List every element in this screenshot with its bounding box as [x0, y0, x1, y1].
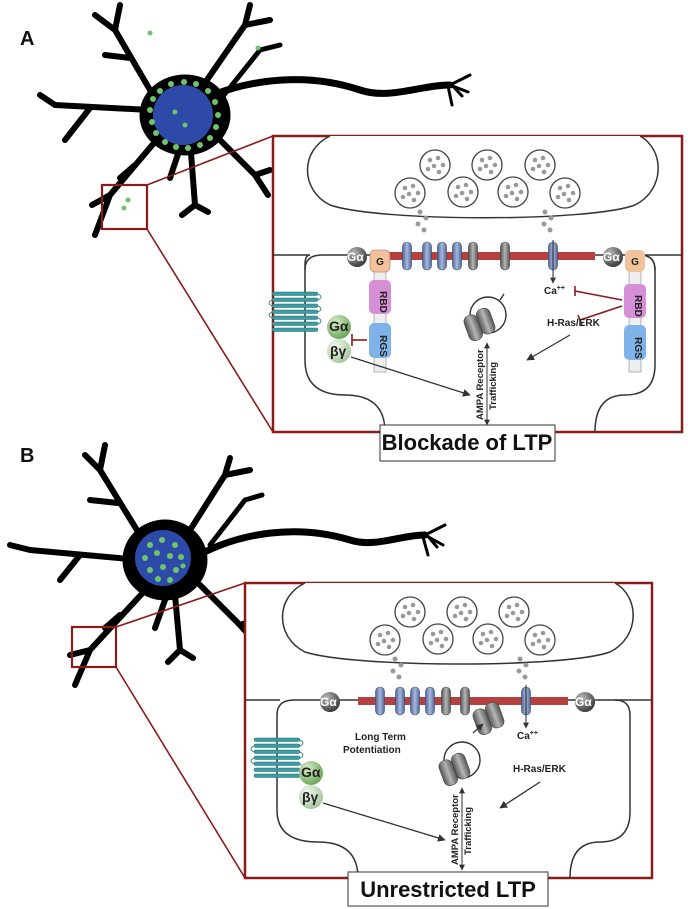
- panel-a-letter: A: [20, 28, 34, 50]
- rbd-label-right-a: RBD: [632, 295, 643, 317]
- gpcr-a: [268, 291, 322, 332]
- psd-band-a: [385, 252, 595, 260]
- ampa-label-2-a: Trafficking: [488, 362, 499, 410]
- caption-box-b: [347, 871, 549, 907]
- panel-b: B: [7, 442, 654, 907]
- g-alpha-ball-left-a: [347, 247, 367, 267]
- ampa-label-2-b: Trafficking: [463, 807, 474, 855]
- beta-gamma-b-label: βγ: [302, 789, 319, 805]
- ltp-label-2-b: Potentiation: [343, 745, 401, 756]
- beta-gamma-a-label: βγ: [330, 343, 347, 359]
- ca-label-a: Ca++: [544, 285, 565, 297]
- beta-gamma-a: [327, 339, 351, 363]
- g-alpha-right-b-label: Gα: [575, 695, 592, 709]
- g-alpha-ball-left-b: [320, 692, 340, 712]
- caption-box-a: [379, 424, 556, 462]
- ltp-label-1-b: Long Term: [355, 732, 406, 743]
- g-alpha-ball-right-b: [575, 692, 595, 712]
- hras-label-b: H-Ras/ERK: [513, 764, 567, 775]
- g-alpha-left-a-label: Gα: [347, 250, 364, 264]
- ampa-label-1-b: AMPA Receptor: [450, 794, 461, 865]
- inhibition-lines-a: [351, 286, 623, 346]
- zoom-box-b: [70, 625, 118, 669]
- zoom-box-a: [100, 183, 149, 231]
- g-label-right-a: G: [631, 257, 639, 268]
- caption-a: Blockade of LTP: [382, 430, 553, 455]
- caption-b: Unrestricted LTP: [360, 877, 536, 902]
- g-alpha-green-b-label: Gα: [301, 764, 321, 780]
- ca-label-b: Ca++: [517, 730, 538, 742]
- hras-label-a: H-Ras/ERK: [547, 318, 601, 329]
- beta-gamma-b: [299, 785, 323, 809]
- g-alpha-green-a: [327, 315, 351, 339]
- g-alpha-right-a-label: Gα: [603, 250, 620, 264]
- gpcr-b: [250, 737, 304, 778]
- rgs-construct-right-a: G RBD RGS: [624, 250, 646, 373]
- vesicles-a: [394, 149, 581, 233]
- neuron-a: [37, 2, 472, 238]
- rgs-label-right-a: RGS: [632, 337, 643, 359]
- g-alpha-green-a-label: Gα: [329, 318, 349, 334]
- rgs-construct-left-a: G RBD RGS: [369, 249, 391, 373]
- panel-a: A: [20, 2, 684, 462]
- rgs-label-left-a: RGS: [377, 335, 388, 357]
- ampa-label-1-a: AMPA Receptor: [475, 349, 486, 420]
- g-alpha-green-b: [299, 761, 323, 785]
- g-alpha-left-b-label: Gα: [320, 695, 337, 709]
- rbd-label-left-a: RBD: [377, 291, 388, 313]
- g-label-left-a: G: [376, 257, 384, 268]
- vesicles-b: [369, 596, 556, 680]
- panel-b-letter: B: [20, 445, 34, 467]
- g-alpha-ball-right-a: [603, 247, 623, 267]
